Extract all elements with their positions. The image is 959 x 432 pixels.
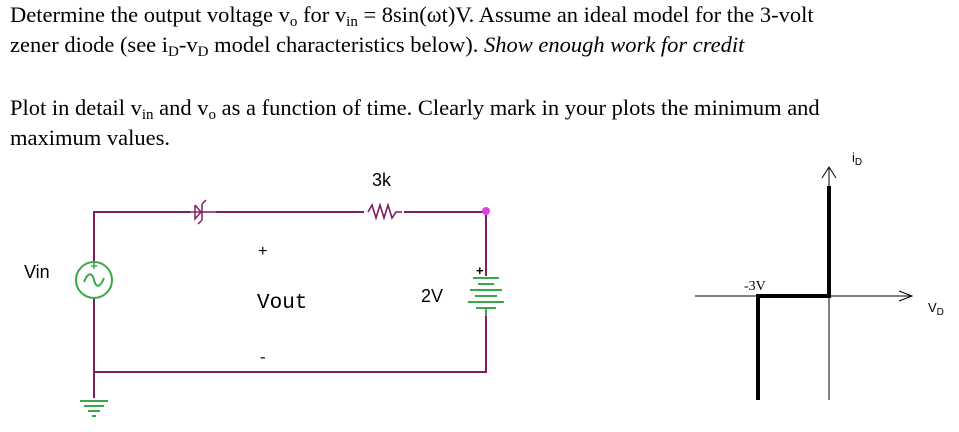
ground-icon (80, 400, 108, 417)
node-dot (482, 207, 490, 215)
vout-minus-label: - (258, 349, 268, 367)
problem-line-1: Determine the output voltage vo for vin … (10, 2, 814, 30)
vout-label: Vout (257, 292, 307, 315)
problem-line-4: maximum values. (10, 125, 170, 150)
battery-icon (468, 277, 504, 316)
bottom-wire (94, 316, 487, 373)
vd-arrow-icon (898, 290, 914, 302)
resistor-icon (364, 202, 404, 221)
top-wire (93, 211, 487, 276)
vd-axis-label: VD (928, 300, 944, 318)
problem-line-2: zener diode (see iD-vD model characteris… (10, 32, 745, 60)
ac-source-icon (75, 261, 113, 299)
zener-characteristic: iD VD -3V (695, 150, 944, 400)
id-arrow-icon (821, 166, 837, 179)
vin-label: Vin (24, 262, 50, 282)
battery-label: 2V (421, 286, 443, 306)
characteristic-curve (756, 186, 831, 400)
knee-voltage-label: -3V (744, 279, 766, 294)
id-axis-label: iD (852, 150, 862, 168)
circuit-wires (93, 211, 487, 398)
resistor-label: 3k (372, 170, 392, 190)
battery-plus-label: + (476, 263, 484, 278)
vout-plus-label: + (258, 243, 268, 261)
zener-diode-icon (188, 199, 218, 225)
problem-line-3: Plot in detail vin and vo as a function … (10, 95, 820, 123)
